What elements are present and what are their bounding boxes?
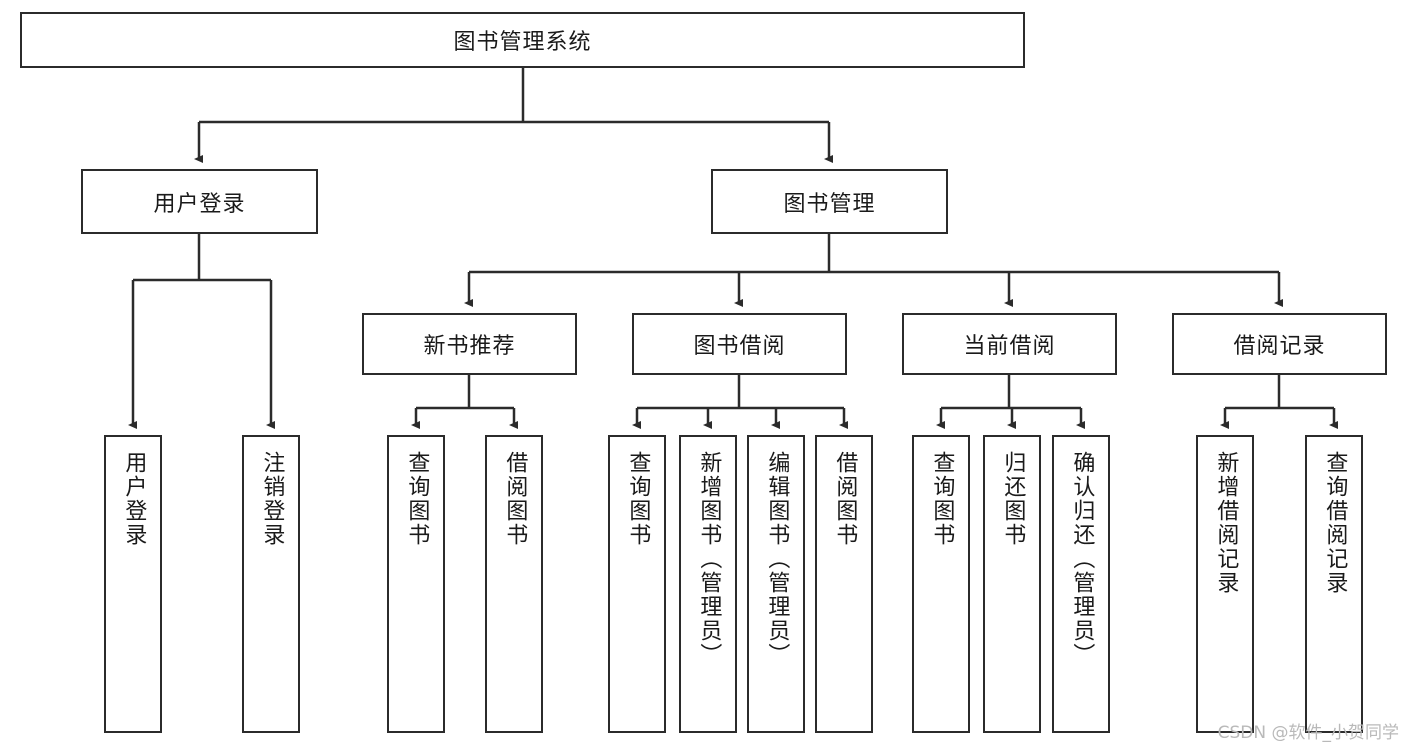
- leaf-borrow-book-recommend[interactable]: 借阅图书: [485, 435, 543, 733]
- node-user-login-label: 用户登录: [153, 191, 246, 217]
- node-borrow-record-label: 借阅记录: [1233, 334, 1326, 359]
- leaf-add-book-admin[interactable]: 新增图书（管理员）: [679, 435, 737, 733]
- leaf-add-borrow-record-label: 新增借阅记录: [1213, 451, 1239, 595]
- node-new-book-recommend[interactable]: 新书推荐: [362, 313, 577, 375]
- node-book-borrow[interactable]: 图书借阅: [632, 313, 847, 375]
- node-book-borrow-label: 图书借阅: [693, 334, 786, 359]
- leaf-return-book-label: 归还图书: [1000, 451, 1026, 547]
- leaf-logout-label: 注销登录: [259, 451, 285, 547]
- leaf-borrow-book[interactable]: 借阅图书: [815, 435, 873, 733]
- node-current-borrow[interactable]: 当前借阅: [902, 313, 1117, 375]
- leaf-borrow-book-label: 借阅图书: [832, 451, 858, 547]
- watermark: CSDN @软件_小贺同学: [1217, 723, 1399, 743]
- leaf-add-borrow-record[interactable]: 新增借阅记录: [1196, 435, 1254, 733]
- node-root-label: 图书管理系统: [453, 30, 592, 55]
- leaf-query-book-borrow[interactable]: 查询图书: [608, 435, 666, 733]
- node-user-login[interactable]: 用户登录: [81, 169, 318, 234]
- leaf-query-borrow-record[interactable]: 查询借阅记录: [1305, 435, 1363, 733]
- leaf-query-book-recommend[interactable]: 查询图书: [387, 435, 445, 733]
- node-book-management-label: 图书管理: [783, 191, 876, 217]
- leaf-add-book-admin-label: 新增图书（管理员）: [696, 451, 722, 667]
- leaf-query-book-recommend-label: 查询图书: [404, 451, 430, 547]
- leaf-user-login-label: 用户登录: [121, 451, 147, 547]
- leaf-user-login[interactable]: 用户登录: [104, 435, 162, 733]
- leaf-logout[interactable]: 注销登录: [242, 435, 300, 733]
- leaf-return-book[interactable]: 归还图书: [983, 435, 1041, 733]
- leaf-edit-book-admin-label: 编辑图书（管理员）: [764, 451, 790, 667]
- leaf-edit-book-admin[interactable]: 编辑图书（管理员）: [747, 435, 805, 733]
- leaf-query-book-borrow-label: 查询图书: [625, 451, 651, 547]
- node-book-management[interactable]: 图书管理: [711, 169, 948, 234]
- node-current-borrow-label: 当前借阅: [963, 334, 1056, 359]
- node-root[interactable]: 图书管理系统: [20, 12, 1025, 68]
- leaf-query-book-current-label: 查询图书: [929, 451, 955, 547]
- leaf-borrow-book-recommend-label: 借阅图书: [502, 451, 528, 547]
- leaf-confirm-return-admin-label: 确认归还（管理员）: [1069, 451, 1095, 667]
- leaf-confirm-return-admin[interactable]: 确认归还（管理员）: [1052, 435, 1110, 733]
- leaf-query-book-current[interactable]: 查询图书: [912, 435, 970, 733]
- leaf-query-borrow-record-label: 查询借阅记录: [1322, 451, 1348, 595]
- node-new-book-recommend-label: 新书推荐: [423, 334, 516, 359]
- node-borrow-record[interactable]: 借阅记录: [1172, 313, 1387, 375]
